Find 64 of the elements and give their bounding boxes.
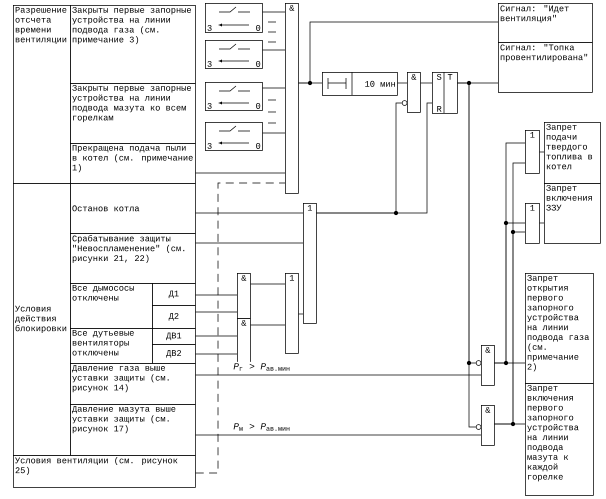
- edge-label: P$_{г}$ > P$_{ав.мин}$: [232, 362, 292, 372]
- trigger-block: S T R: [432, 72, 458, 114]
- table-cell: Закрыты первые запорные устройства на линии подвода мазута ко всем горелкам: [70, 83, 196, 144]
- connector-line: [420, 82, 432, 84]
- switch-block: 3 0: [205, 122, 263, 151]
- table-cell: Д2: [152, 305, 196, 329]
- or-gate: 1: [525, 203, 540, 244]
- junction-dot: [504, 220, 508, 226]
- table-cell: Прекращена подача пыли в котел (см. примечание 1): [70, 143, 196, 184]
- junction-dot: [466, 360, 472, 366]
- table-cell: ДВ1: [152, 328, 196, 345]
- table-cell: Закрыты первые запорные устройства на линии подвода газа (см. примечание 3): [70, 5, 196, 84]
- and-gate: &: [237, 273, 251, 319]
- connector-line: [539, 222, 544, 224]
- table-cell: Давление газа выше уставки защиты (см. рисунок 14): [70, 363, 196, 405]
- or-gate: 1: [285, 273, 299, 354]
- junction-dot: [510, 422, 516, 426]
- switch-block: 3 0: [205, 82, 263, 111]
- output-box: Запрет подачи твердого топлива в котел: [544, 122, 601, 184]
- connector-line: [494, 232, 526, 424]
- table-cell: Д1: [152, 283, 196, 306]
- table-cell: Все дымососы отключены: [70, 283, 153, 329]
- connector-line: [195, 434, 482, 436]
- and-gate: &: [402, 72, 421, 113]
- or-gate: 1: [525, 130, 540, 174]
- switch-block: 3 0: [205, 40, 263, 69]
- output-box: Запрет включения первого запорного устройства на линии подвода мазута к каждой горелке: [525, 383, 594, 496]
- connector-line: [494, 222, 526, 364]
- or-gate: 1: [303, 203, 317, 324]
- timer-block: 10 мин: [322, 72, 398, 96]
- junction-dot: [308, 80, 312, 86]
- connector-line: [298, 82, 322, 84]
- output-box: Запрет открытия первого запорного устройства на линии подвода газа (см. примечание 2): [525, 273, 594, 384]
- junction-dot: [510, 230, 516, 234]
- connector-line: [397, 82, 408, 84]
- connector-line: [457, 82, 477, 428]
- connector-line: [195, 172, 286, 174]
- connector-line: [195, 242, 304, 244]
- and-gate: &: [285, 3, 299, 194]
- output-box: Запрет включения ЗЗУ: [544, 183, 601, 244]
- connector-line: [316, 102, 432, 214]
- signal-box: Сигнал: "Идет вентиляция": [498, 3, 593, 43]
- connector-line: [195, 374, 482, 376]
- connector-line: [195, 212, 304, 214]
- and-gate: &: [476, 405, 495, 446]
- table-cell: Останов котла: [70, 183, 196, 234]
- signal-box: Сигнал: "Топка провентилирована": [498, 42, 593, 93]
- table-cell: Давление мазута выше уставки защиты (см. рисунок 17): [70, 404, 196, 456]
- connector-line: [250, 324, 286, 326]
- connector-line: [262, 132, 286, 134]
- table-cell: Условия действия блокировки: [13, 183, 71, 456]
- table-cell: ДВ2: [152, 344, 196, 364]
- junction-dot: [504, 360, 508, 366]
- connector-line: [195, 294, 238, 296]
- switch-block: 3 0: [205, 3, 263, 33]
- edge-label: P$_{м}$ > P$_{ав.мин}$: [232, 422, 292, 432]
- and-gate: &: [476, 345, 495, 386]
- table-cell: Срабатывание защиты "Невоспламенение" (см. рисунки 21, 22): [70, 233, 196, 284]
- table-cell: Разрешение отсчета времени вентиляции: [13, 5, 71, 184]
- connector-line: [195, 182, 286, 474]
- table-cell: Все дутьевые вентиляторы отключены: [70, 328, 153, 364]
- table-cell: Условия вентиляции (см. рисунок 25): [13, 454, 196, 488]
- junction-dot: [394, 210, 398, 216]
- junction-dot: [466, 80, 472, 86]
